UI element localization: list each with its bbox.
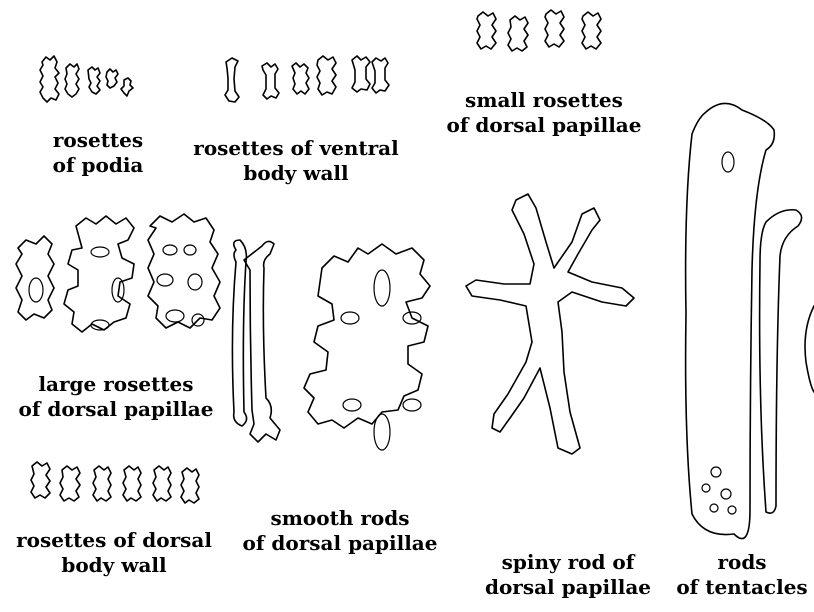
caption-line: small rosettes — [447, 88, 642, 113]
caption-line: rosettes — [53, 128, 144, 153]
caption-line: of podia — [53, 153, 144, 178]
caption-line: body wall — [16, 553, 212, 578]
smooth-rods-group — [232, 240, 430, 450]
podia-rosettes-group — [40, 56, 133, 102]
caption-line: body wall — [193, 161, 398, 186]
caption-line: of tentacles — [676, 575, 807, 600]
small-dorsal-papillae-rosettes-group — [477, 10, 601, 51]
dorsal-body-wall-rosettes-group — [31, 462, 199, 503]
caption-line: smooth rods — [243, 506, 438, 531]
rods-of-tentacles-caption: rods of tentacles — [676, 550, 807, 600]
small-rosettes-dorsal-papillae-caption: small rosettes of dorsal papillae — [447, 88, 642, 138]
caption-line: of dorsal papillae — [447, 113, 642, 138]
caption-line: of dorsal papillae — [243, 531, 438, 556]
rosettes-podia-caption: rosettes of podia — [53, 128, 144, 178]
rosettes-dorsal-body-wall-caption: rosettes of dorsal body wall — [16, 528, 212, 578]
tentacle-rods-group — [686, 103, 814, 538]
caption-line: rosettes of dorsal — [16, 528, 212, 553]
spiny-rod-dorsal-papillae-caption: spiny rod of dorsal papillae — [485, 550, 651, 600]
spiny-rod-group — [466, 194, 634, 454]
caption-line: rods — [676, 550, 807, 575]
caption-line: rosettes of ventral — [193, 136, 398, 161]
caption-line: dorsal papillae — [485, 575, 651, 600]
caption-line: of dorsal papillae — [19, 397, 214, 422]
rosettes-ventral-body-wall-caption: rosettes of ventral body wall — [193, 136, 398, 186]
ventral-body-wall-rosettes-group — [225, 56, 389, 102]
caption-line: spiny rod of — [485, 550, 651, 575]
smooth-rods-dorsal-papillae-caption: smooth rods of dorsal papillae — [243, 506, 438, 556]
large-dorsal-papillae-rosettes-group — [16, 214, 220, 332]
caption-line: large rosettes — [19, 372, 214, 397]
large-rosettes-dorsal-papillae-caption: large rosettes of dorsal papillae — [19, 372, 214, 422]
